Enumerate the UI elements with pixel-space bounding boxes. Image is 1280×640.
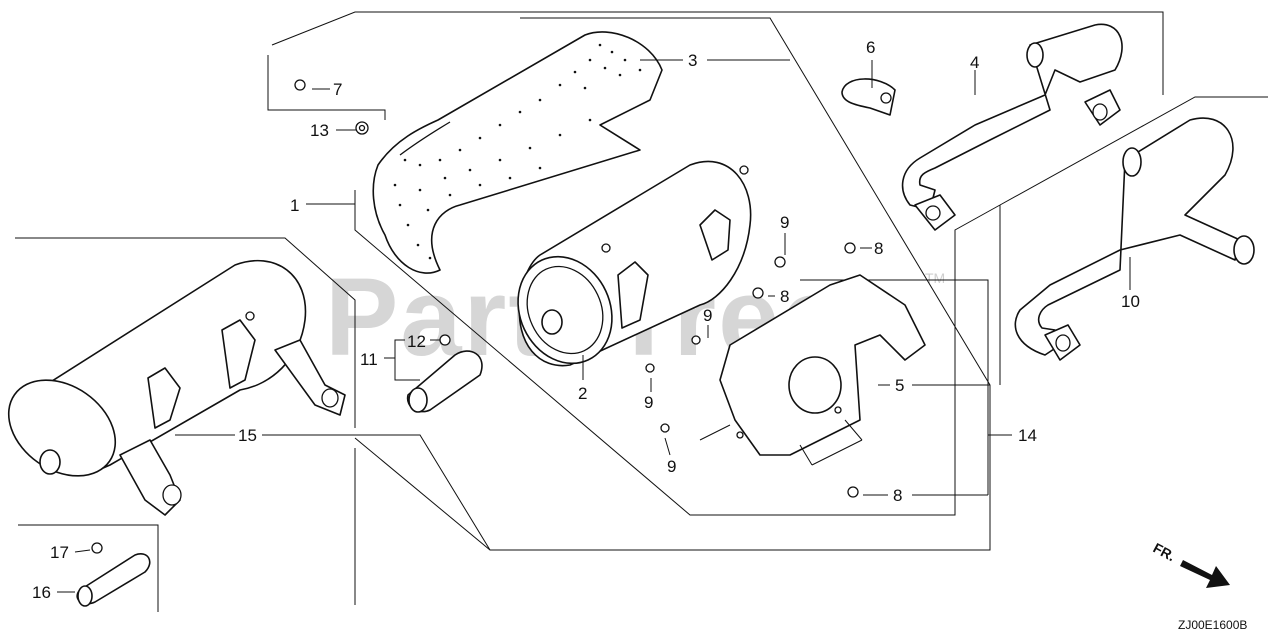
exhaust-pipe-right (1014, 117, 1255, 361)
exhaust-pipe-upper (901, 23, 1123, 231)
muffler (517, 160, 752, 367)
fasteners (294, 79, 859, 498)
muffler-left (7, 259, 346, 516)
front-arrow-icon (1180, 560, 1230, 588)
callout-10: 10 (1121, 292, 1140, 311)
callout-8-mid: 8 (780, 287, 789, 306)
callout-2: 2 (578, 384, 587, 403)
front-label: FR. (1151, 540, 1178, 565)
heat-shield (372, 31, 663, 274)
callout-11: 11 (360, 350, 378, 369)
callout-14: 14 (1018, 426, 1037, 445)
pipe-clamp (841, 78, 896, 116)
callout-4: 4 (970, 53, 979, 72)
spark-arrester (406, 334, 483, 413)
callout-15: 15 (238, 426, 257, 445)
diagram-code: ZJ00E1600B (1178, 618, 1247, 632)
spark-arrester-alt (76, 542, 151, 607)
callout-1: 1 (290, 196, 299, 215)
callout-9-upper: 9 (703, 306, 712, 325)
callout-5: 5 (895, 376, 904, 395)
callout-13: 13 (310, 121, 329, 140)
callout-9-mid: 9 (644, 393, 653, 412)
watermark-tm: TM (925, 270, 945, 286)
callout-17: 17 (50, 543, 69, 562)
leader-lines (57, 59, 1131, 593)
callout-12: 12 (407, 332, 426, 351)
callout-3: 3 (688, 51, 697, 70)
callout-16: 16 (32, 583, 51, 602)
group-boundaries (15, 11, 1268, 612)
callout-8-top: 8 (874, 239, 883, 258)
callout-8-bottom: 8 (893, 486, 902, 505)
callout-6: 6 (866, 38, 875, 57)
callout-7: 7 (333, 80, 342, 99)
callout-9-top: 9 (780, 213, 789, 232)
front-direction-indicator: FR. (1151, 540, 1230, 588)
muffler-protector (719, 274, 926, 456)
callout-9-bottom: 9 (667, 457, 676, 476)
